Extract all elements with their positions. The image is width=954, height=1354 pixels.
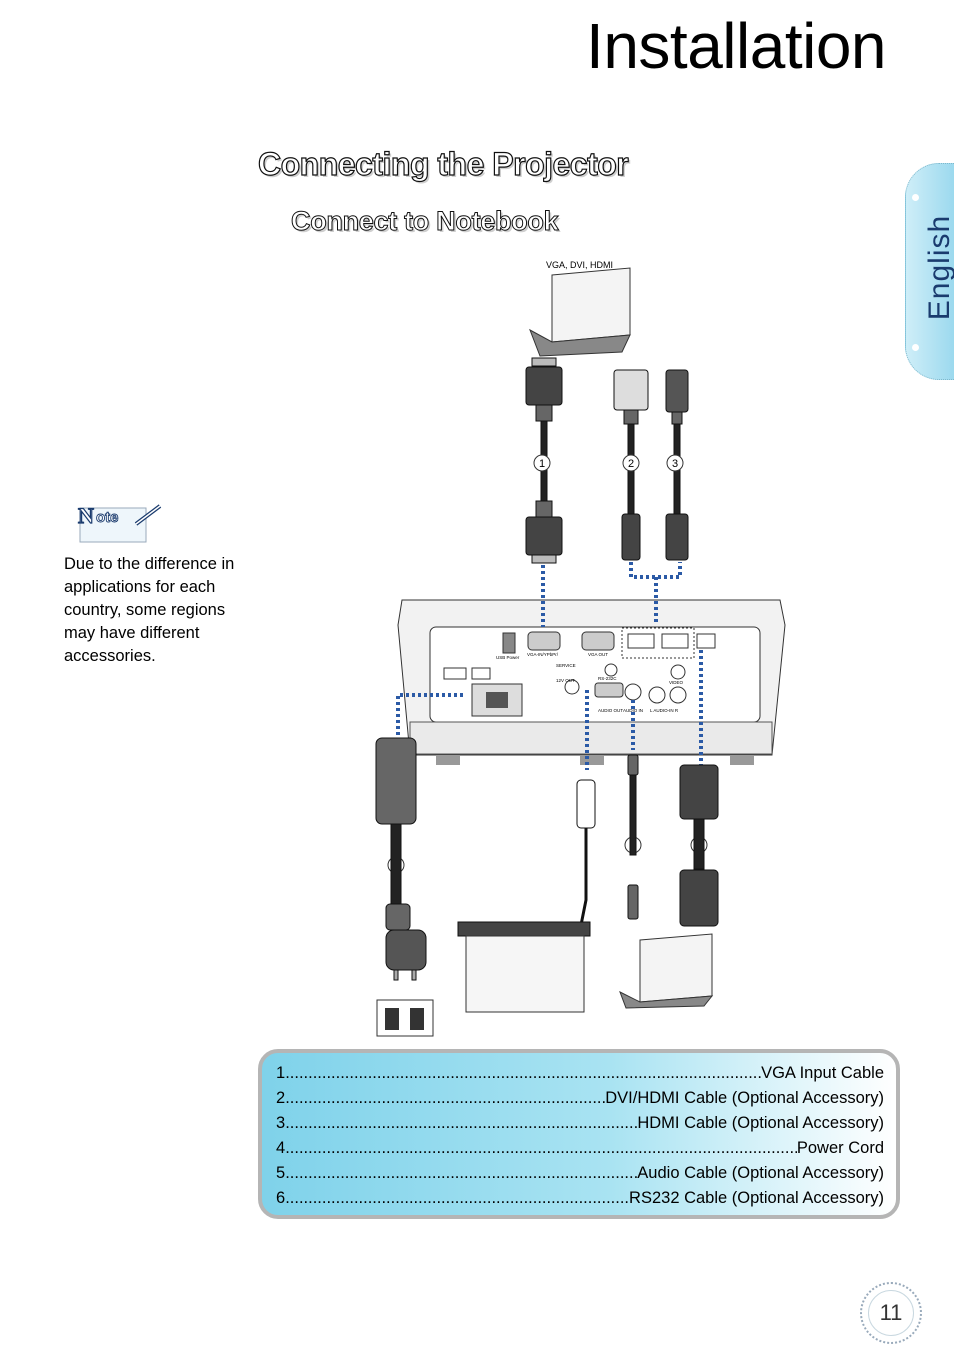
- projection-screen-icon: [457, 921, 591, 1013]
- subsection-title: Connect to Notebook: [290, 206, 559, 237]
- note-text: Due to the difference in applications fo…: [64, 555, 235, 665]
- legend-item: 4Power Cord: [276, 1136, 884, 1161]
- legend-item: 5Audio Cable (Optional Accessory): [276, 1161, 884, 1186]
- service-port-label: SERVICE: [556, 663, 576, 668]
- notebook-port-label: VGA, DVI, HDMI: [546, 260, 614, 270]
- vga-out-port-label: VGA OUT: [588, 652, 608, 657]
- dc-out-port-label: 12V OUT: [556, 678, 575, 683]
- notebook-top-icon: [529, 267, 631, 357]
- svg-text:2: 2: [628, 458, 634, 470]
- note-icon: N ote: [76, 500, 166, 546]
- l-r-audio-port-label: L AUDIO-IN R: [650, 708, 679, 713]
- wall-outlet-icon: [376, 999, 434, 1037]
- usb-port-label: USB Power: [496, 655, 520, 660]
- video-port-label: VIDEO: [669, 680, 684, 685]
- notebook-bottom-icon: [619, 933, 714, 1009]
- page-number-ring: [860, 1282, 922, 1344]
- legend-item: 2DVI/HDMI Cable (Optional Accessory): [276, 1086, 884, 1111]
- rs232-port-label: RS-232C: [598, 676, 617, 681]
- svg-text:N: N: [78, 503, 94, 528]
- power-cord-icon: [375, 737, 427, 981]
- svg-text:ote: ote: [96, 509, 119, 526]
- tab-dot-icon: [912, 344, 919, 351]
- tab-dot-icon: [912, 194, 919, 201]
- legend-item: 6RS232 Cable (Optional Accessory): [276, 1186, 884, 1211]
- page-number: 11: [868, 1290, 914, 1336]
- connection-diagram: 1 2 3 4 5 6 VGA-IN/YPbPr/ VGA OUT: [375, 267, 786, 1037]
- cable-legend: 1VGA Input Cable 2DVI/HDMI Cable (Option…: [258, 1049, 900, 1219]
- legend-item: 1VGA Input Cable: [276, 1061, 884, 1086]
- legend-item: 3HDMI Cable (Optional Accessory): [276, 1111, 884, 1136]
- screen-trigger-cable-icon: [509, 779, 596, 940]
- audio-cable-icon: [627, 754, 639, 920]
- section-title: Connecting the Projector: [257, 145, 629, 182]
- page-header-title: Installation: [586, 10, 886, 82]
- audio-out-port-label: AUDIO OUT: [598, 708, 623, 713]
- svg-text:3: 3: [672, 458, 678, 470]
- svg-text:1: 1: [539, 458, 545, 470]
- language-tab: English: [905, 163, 954, 380]
- vga-in-port-label: VGA-IN/YPbPr/: [527, 652, 559, 657]
- rs232-cable-icon: [679, 764, 719, 927]
- audio-in-port-label: AUDIO IN: [623, 708, 643, 713]
- language-label: English: [923, 214, 954, 321]
- projector-icon: [397, 599, 786, 765]
